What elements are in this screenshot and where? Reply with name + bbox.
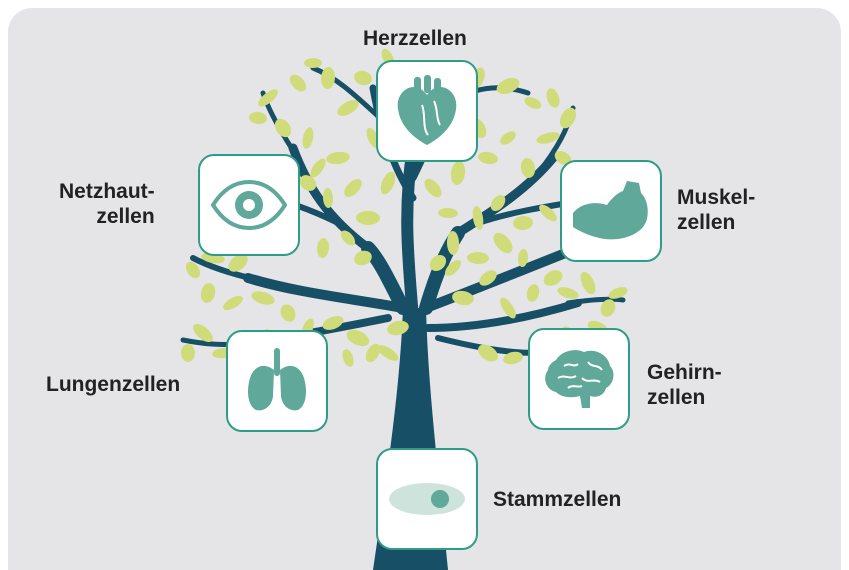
leaf — [325, 151, 350, 166]
leaf — [340, 348, 355, 368]
stem-cell-icon — [387, 481, 467, 517]
leaf — [477, 150, 499, 166]
lungs-icon — [246, 348, 308, 414]
lung-cell-box — [226, 330, 328, 432]
leaf — [344, 327, 372, 350]
leaf — [199, 282, 217, 305]
heart-cell-label: Herzzellen — [363, 26, 467, 51]
leaf — [421, 176, 444, 201]
leaf — [378, 170, 398, 197]
heart-cell-box — [376, 60, 478, 162]
leaf — [278, 302, 298, 324]
leaf — [341, 176, 365, 200]
eye-cell-box — [198, 154, 300, 256]
leaf — [181, 344, 196, 362]
leaf — [525, 283, 541, 303]
leaf — [352, 69, 373, 87]
eye-cell-label: Netzhaut- zellen — [59, 179, 155, 229]
leaf — [307, 156, 328, 180]
flexed-arm-icon — [571, 179, 651, 243]
brain-icon — [542, 348, 616, 410]
stem-cell-box — [376, 448, 478, 550]
leaf — [304, 58, 322, 68]
leaf — [287, 72, 309, 95]
leaf — [544, 87, 562, 110]
muscle-cell-box — [560, 160, 662, 262]
diagram-canvas: Herzzellen Netzhaut- zellen Muskel- zell… — [8, 8, 841, 570]
brain-cell-box — [528, 328, 630, 430]
leaf — [523, 95, 544, 111]
leaf — [498, 129, 518, 148]
leaf — [450, 160, 467, 186]
leaf — [467, 252, 489, 265]
eye-icon — [211, 180, 287, 230]
brain-cell-label: Gehirn- zellen — [647, 360, 722, 410]
leaf — [248, 111, 267, 125]
leaf — [221, 293, 245, 313]
leaf — [301, 126, 315, 150]
stem-cell-label: Stammzellen — [493, 487, 621, 512]
muscle-cell-label: Muskel- zellen — [677, 185, 755, 235]
leaf — [541, 267, 565, 289]
leaf — [490, 229, 516, 256]
lung-cell-label: Lungenzellen — [46, 372, 180, 397]
leaf — [577, 270, 598, 297]
leaf — [250, 289, 276, 307]
heart-icon — [392, 75, 462, 147]
leaf — [556, 285, 580, 301]
leaf — [438, 207, 458, 218]
leaf — [316, 238, 330, 259]
leaf — [512, 215, 533, 231]
leaf — [494, 75, 522, 97]
leaf — [557, 105, 580, 131]
leaf — [356, 211, 380, 225]
